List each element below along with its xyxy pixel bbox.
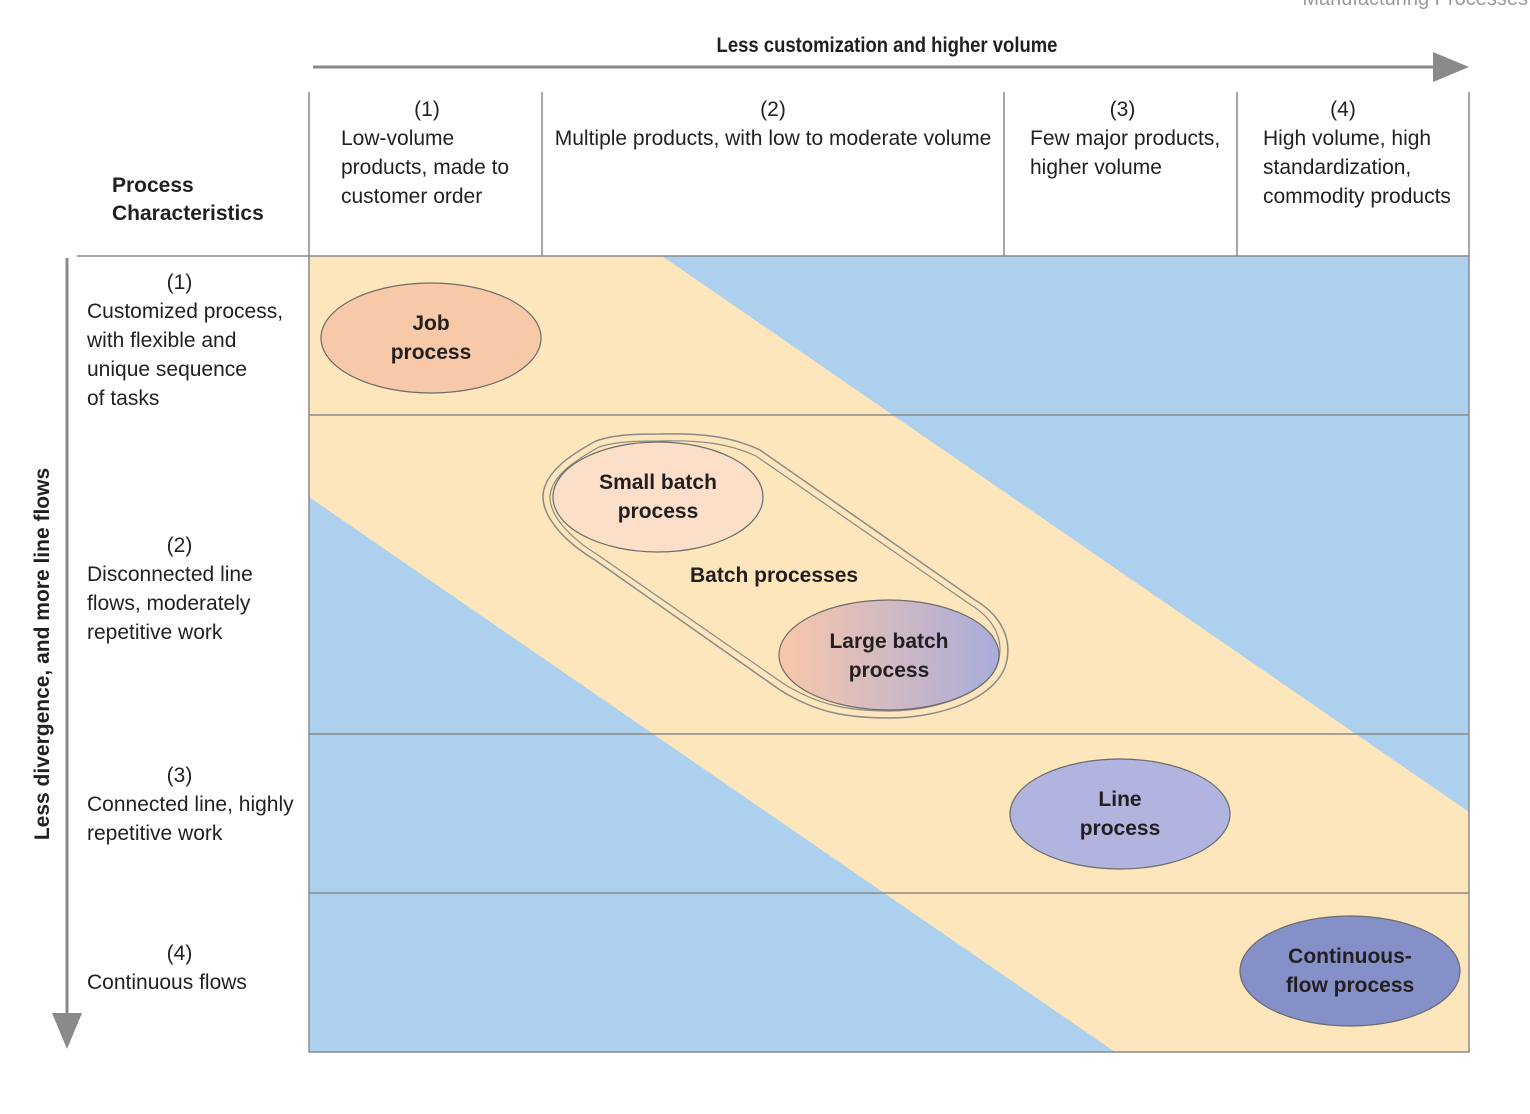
job-process-label: Job process [390, 312, 472, 364]
large-batch-process-ellipse [778, 599, 1000, 711]
row-number: (2) [166, 534, 193, 557]
batch-group-outline [542, 433, 1009, 719]
column-number: (2) [760, 98, 786, 121]
top-axis-label: Less customization and higher volume [716, 34, 1058, 57]
matrix-grid [77, 92, 1470, 1053]
row-header-3: (3) Connected line, highly repetitive wo… [87, 761, 302, 848]
continuous-flow-process-label: Continuous- flow process [1285, 945, 1415, 997]
small-batch-process-ellipse [552, 441, 764, 553]
row-header-1: (1) Customized process, with flexible an… [87, 268, 302, 413]
row-text: Connected line, highly repetitive work [87, 793, 294, 845]
column-number: (4) [1330, 98, 1356, 121]
row-text: Disconnected line flows, moderately repe… [87, 563, 253, 644]
row-number: (4) [166, 942, 193, 965]
column-number: (1) [414, 98, 440, 121]
line-process-ellipse [1009, 758, 1231, 870]
row-header-title: Process Characteristics [112, 174, 264, 225]
line-process-label: Line process [1079, 788, 1161, 840]
row-text: Customized process, with flexible and un… [87, 300, 284, 410]
row-header-2: (2) Disconnected line flows, moderately … [87, 531, 302, 647]
continuous-flow-process-ellipse [1239, 915, 1461, 1027]
column-text: Low-volume products, made to customer or… [341, 127, 510, 208]
row-header-4: (4) Continuous flows [87, 939, 302, 997]
column-header-3: (3) Few major products, higher volume [1030, 95, 1230, 182]
corner-label: Manufacturing Processes [1302, 0, 1528, 11]
job-process-ellipse [320, 282, 542, 394]
column-text: High volume, high standardization, commo… [1263, 127, 1451, 208]
row-number: (3) [166, 764, 193, 787]
row-number: (1) [166, 271, 193, 294]
column-number: (3) [1109, 98, 1136, 121]
column-header-1: (1) Low-volume products, made to custome… [341, 95, 536, 211]
column-header-4: (4) High volume, high standardization, c… [1263, 95, 1463, 211]
column-text: Few major products, higher volume [1030, 127, 1221, 179]
large-batch-process-label: Large batch process [829, 630, 949, 682]
row-text: Continuous flows [87, 971, 247, 994]
column-header-2: (2) Multiple products, with low to moder… [547, 95, 999, 153]
small-batch-process-label: Small batch process [599, 471, 717, 523]
batch-processes-label: Batch processes [690, 564, 859, 587]
column-text: Multiple products, with low to moderate … [554, 127, 992, 150]
side-axis-label: Less divergence, and more line flows [31, 467, 54, 841]
